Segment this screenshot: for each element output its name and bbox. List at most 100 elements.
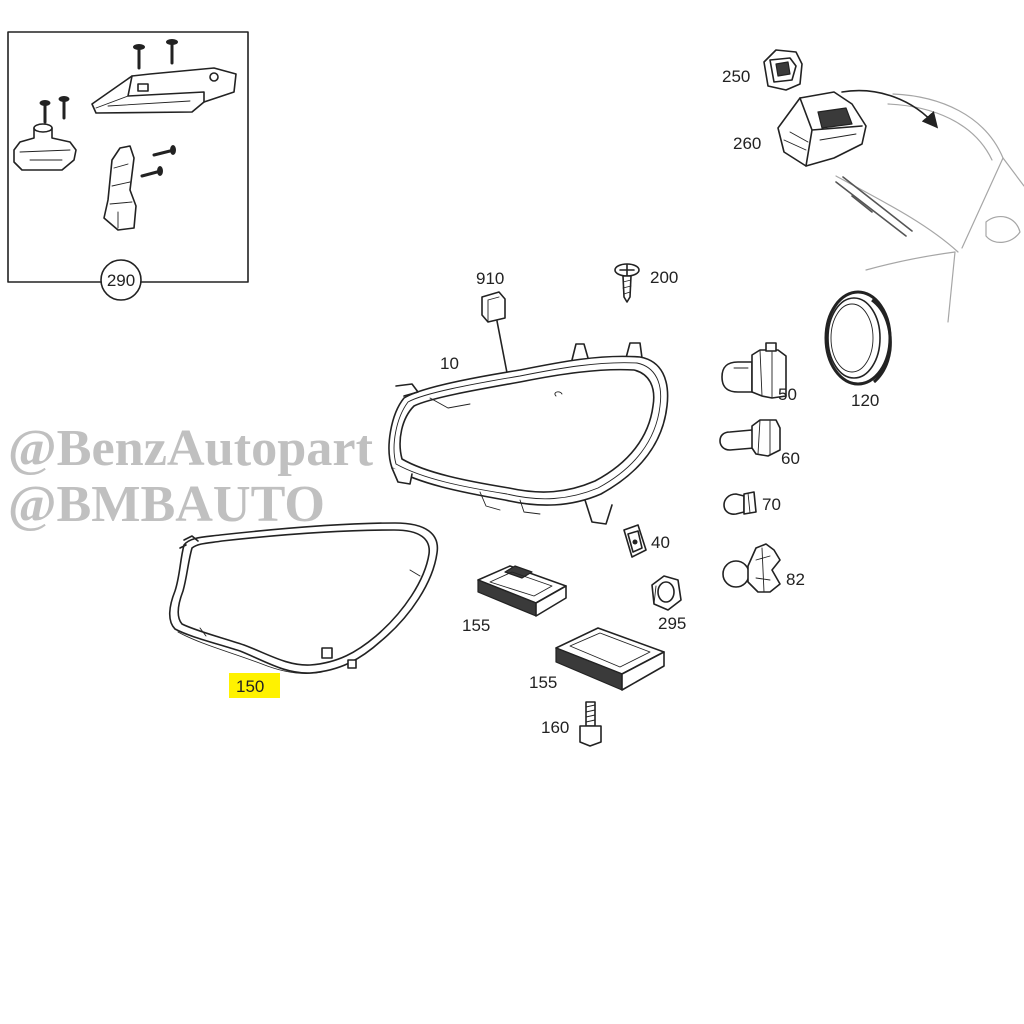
wiper-blade: [835, 176, 913, 237]
ballast-panel: [569, 632, 651, 668]
callout-60: 60: [781, 449, 800, 468]
windshield-inner: [887, 103, 993, 161]
bulb-glass: [721, 361, 753, 393]
part-250-face: [769, 57, 797, 83]
bracket-detail: [109, 163, 133, 229]
bulb-base: [747, 543, 781, 593]
cover-plate-ridge: [95, 95, 191, 109]
bolt-160: [579, 701, 602, 747]
part-260: [777, 91, 867, 167]
lens-outer: [168, 522, 439, 674]
callout-260: 260: [733, 134, 761, 153]
ballast-155-lower: [555, 627, 665, 691]
screw-head: [166, 39, 178, 45]
cover-plate-boss: [137, 83, 149, 92]
bulb-base-detail: [755, 547, 771, 593]
callout-82: 82: [786, 570, 805, 589]
socket-ring: [657, 581, 675, 603]
dust-cap-120: [824, 290, 892, 386]
screw-icon: [140, 166, 163, 178]
lens-inner: [177, 529, 430, 666]
screw-head: [170, 145, 176, 155]
bolt-thread: [585, 704, 596, 723]
side-mirror: [985, 215, 1021, 243]
callout-10: 10: [440, 354, 459, 373]
housing-bezel: [393, 362, 662, 500]
cap-center: [830, 303, 874, 373]
callout-70: 70: [762, 495, 781, 514]
callout-120: 120: [851, 391, 879, 410]
callout-910: 910: [476, 269, 504, 288]
part-250-insert: [775, 61, 791, 77]
ballast-side: [621, 651, 665, 691]
bolt-head: [579, 725, 602, 747]
bulb-base: [751, 419, 781, 457]
wiper-arm: [851, 195, 873, 213]
hood-line: [865, 251, 956, 271]
clip-hole: [632, 539, 638, 545]
inset-assembly-290: 290: [7, 31, 249, 301]
bulb-base-detail: [747, 492, 751, 514]
housing-mark: [554, 391, 563, 397]
ballast-edge: [489, 571, 553, 597]
housing-wire: [395, 383, 419, 397]
cap-rim: [871, 298, 892, 384]
screw-shaft: [152, 149, 172, 157]
housing-bottom-bracket: [584, 499, 613, 525]
socket-edge: [653, 585, 657, 605]
lens-tab: [321, 647, 333, 659]
bulb-glass: [722, 560, 750, 588]
lens-lower-lip: [177, 631, 323, 675]
screw-head: [133, 44, 145, 50]
sensor-detail: [19, 149, 71, 161]
lens-cover-150: [168, 522, 439, 675]
bulb-50: [721, 342, 787, 399]
lens-tab: [347, 659, 357, 669]
housing-ridge: [429, 397, 541, 515]
bulb-prong: [765, 342, 777, 352]
cover-plate-edge: [127, 75, 205, 103]
screw-200-thread: [622, 279, 632, 295]
callout-290: 290: [107, 271, 135, 290]
fender-line: [947, 251, 956, 323]
callout-150: 150: [236, 677, 264, 696]
ballast-connector: [504, 565, 533, 579]
part-260-grille: [817, 107, 853, 129]
callout-circle-290: [100, 259, 142, 301]
housing-tab: [625, 342, 643, 359]
callout-150-highlight: [229, 673, 280, 698]
watermark: @BenzAutopart @BMBAUTO: [8, 420, 374, 533]
watermark-line-2: @BMBAUTO: [8, 476, 325, 533]
mounting-bracket: [103, 145, 137, 231]
screw-icon: [166, 39, 178, 65]
clip-40: [623, 524, 647, 558]
socket-body: [651, 575, 682, 611]
screw-head: [58, 96, 70, 102]
bracket-body: [103, 145, 137, 231]
socket-295: [651, 575, 682, 611]
bulb-glass: [719, 429, 755, 451]
screw-200: [614, 263, 640, 303]
callout-250: 250: [722, 67, 750, 86]
connector-detail: [487, 296, 500, 323]
housing-tab: [571, 343, 589, 361]
cover-plate: [91, 67, 237, 114]
bulb-70: [723, 491, 757, 515]
screw-shaft: [140, 170, 159, 178]
callout-40: 40: [651, 533, 670, 552]
a-pillar: [961, 157, 1024, 249]
screw-icon: [39, 100, 51, 124]
cap-ring: [827, 297, 881, 379]
callout-50: 50: [778, 385, 797, 404]
screw-icon: [58, 96, 70, 120]
housing-left-bracket: [391, 467, 413, 485]
part-260-ribs: [783, 131, 857, 151]
connector-lead-line: [496, 320, 509, 379]
bulb-glass: [723, 493, 745, 515]
part-260-edge: [799, 97, 863, 167]
screw-icon: [152, 145, 176, 157]
bulb-base-detail: [759, 349, 773, 399]
screw-head: [39, 100, 51, 106]
vehicle-outline: [835, 93, 1024, 323]
connector-910: [481, 291, 509, 379]
